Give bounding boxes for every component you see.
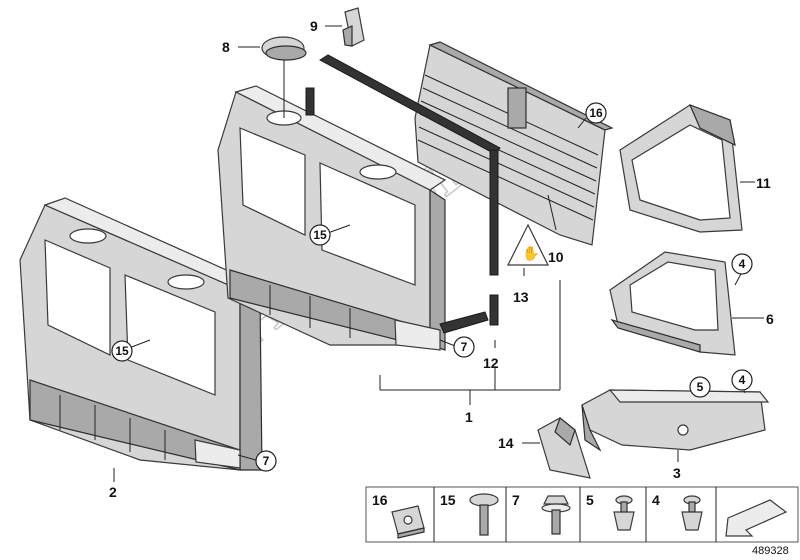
callout-1: 1 — [465, 409, 473, 425]
part-10-seal — [319, 54, 501, 276]
legend-label-4: 4 — [652, 492, 660, 508]
callout-3: 3 — [673, 465, 681, 481]
legend-label-5: 5 — [586, 492, 594, 508]
part-12-seal — [305, 87, 499, 334]
callout-4a: 4 — [739, 257, 746, 271]
callout-circle-7b: 7 — [255, 450, 277, 472]
part-11-air-duct — [619, 103, 743, 233]
part-14-bracket — [537, 417, 591, 479]
part-6-air-duct — [609, 251, 736, 356]
callout-circle-15a: 15 — [309, 224, 331, 246]
svg-text:✋: ✋ — [522, 245, 539, 262]
arrow-icon — [725, 499, 788, 537]
screw-icon — [469, 493, 499, 536]
callout-8: 8 — [222, 39, 230, 55]
part-9-clip — [342, 7, 365, 47]
part-8-cap — [261, 36, 307, 61]
callout-circle-7a: 7 — [453, 336, 475, 358]
callout-14: 14 — [498, 435, 514, 451]
part-1-frame-middle — [217, 85, 447, 351]
callout-circle-5: 5 — [689, 376, 711, 398]
fastener-legend: 16 15 7 5 4 — [365, 486, 799, 543]
callout-7b: 7 — [263, 454, 270, 468]
callout-2: 2 — [109, 484, 117, 500]
part-3-bracket — [581, 389, 770, 452]
callout-4b: 4 — [739, 373, 746, 387]
callout-9: 9 — [310, 18, 318, 34]
rivet-icon-2 — [681, 495, 703, 531]
callout-15b: 15 — [115, 344, 129, 358]
reference-number: 489328 — [752, 545, 789, 557]
callout-12: 12 — [483, 355, 499, 371]
rivet-icon — [613, 495, 635, 531]
callout-6: 6 — [766, 311, 774, 327]
part-13-warning-label: ✋ — [507, 223, 549, 266]
legend-label-16: 16 — [372, 492, 388, 508]
callout-circle-15b: 15 — [111, 340, 133, 362]
callout-15a: 15 — [313, 228, 327, 242]
part-2-frame-left — [19, 197, 263, 471]
callout-11: 11 — [756, 175, 771, 191]
callout-circle-16: 16 — [585, 102, 607, 124]
callout-circle-4b: 4 — [731, 369, 753, 391]
legend-label-15: 15 — [440, 492, 456, 508]
bolt-icon — [541, 495, 571, 535]
callout-16: 16 — [589, 106, 603, 120]
part-16-grille-shutter — [414, 41, 614, 246]
callout-10: 10 — [548, 249, 564, 265]
legend-label-7: 7 — [512, 492, 520, 508]
callout-circle-4a: 4 — [731, 253, 753, 275]
callout-5: 5 — [697, 380, 704, 394]
clip-nut-icon — [391, 505, 425, 539]
callout-13: 13 — [513, 289, 529, 305]
leader-lines — [113, 25, 764, 482]
callout-7a: 7 — [461, 340, 468, 354]
